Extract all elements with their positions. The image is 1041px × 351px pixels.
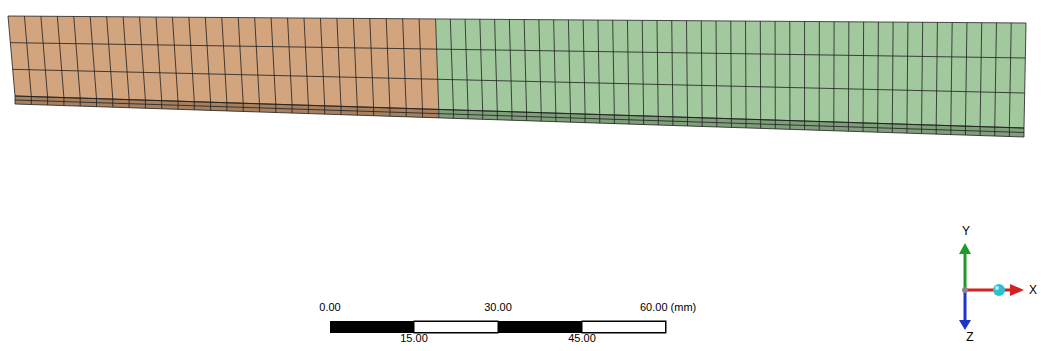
scale-label: 60.00 (mm) xyxy=(640,302,696,313)
mesh-line xyxy=(701,21,703,118)
axis-triad xyxy=(959,243,1024,330)
mesh-line xyxy=(238,18,243,104)
mesh-line xyxy=(419,19,422,109)
mesh-line xyxy=(716,21,718,118)
mesh-line xyxy=(524,20,526,113)
mesh-line xyxy=(450,19,453,110)
mesh-line xyxy=(8,16,15,96)
mesh-line xyxy=(789,21,790,120)
mesh-line xyxy=(465,19,468,110)
mesh-line xyxy=(222,17,227,102)
mesh-line xyxy=(15,96,1024,128)
mesh-line xyxy=(598,20,600,114)
mesh-line xyxy=(804,21,805,121)
mesh-line xyxy=(965,23,966,127)
mesh-line xyxy=(370,18,374,107)
mesh-line xyxy=(436,19,439,110)
mesh-line xyxy=(8,16,1026,23)
mesh-line xyxy=(980,23,982,127)
mesh-line xyxy=(672,21,673,117)
mesh-line xyxy=(15,100,1024,133)
part-face xyxy=(8,16,439,109)
mesh-line xyxy=(892,22,894,124)
scale-label: 15.00 xyxy=(400,333,428,344)
mesh-line xyxy=(140,17,146,100)
mesh-line xyxy=(995,23,997,127)
mesh-line xyxy=(760,21,761,119)
mesh-line xyxy=(271,18,276,104)
mesh-line xyxy=(10,43,1025,58)
scale-bar xyxy=(330,321,666,333)
mesh-line xyxy=(951,22,952,125)
mesh-line xyxy=(568,20,570,114)
scale-label: 30.00 xyxy=(484,302,512,313)
mesh-line xyxy=(386,19,390,108)
mesh-line xyxy=(107,17,113,99)
mesh-line xyxy=(819,22,820,122)
mesh-line xyxy=(172,17,178,101)
scale-label: 45.00 xyxy=(568,333,596,344)
mesh-line xyxy=(657,20,658,116)
mesh-line xyxy=(288,18,293,105)
mesh-line xyxy=(90,17,96,99)
mesh-line xyxy=(13,69,1025,93)
mesh-line xyxy=(189,17,194,101)
mesh-line xyxy=(730,21,732,119)
mesh-line xyxy=(495,19,498,111)
mesh-line xyxy=(686,21,687,118)
mesh-line xyxy=(255,18,260,104)
mesh-line xyxy=(775,21,776,120)
mesh-line xyxy=(205,17,210,102)
mesh-line xyxy=(833,22,834,122)
mesh-line xyxy=(642,20,643,116)
mesh-line xyxy=(863,22,865,123)
mesh-line xyxy=(877,22,879,123)
mesh-line xyxy=(906,22,908,124)
mesh-line xyxy=(554,20,556,113)
scale-label: 0.00 xyxy=(319,302,340,313)
mesh-line xyxy=(539,20,541,113)
mesh-line xyxy=(745,21,746,119)
mesh-line xyxy=(123,17,129,100)
mesh-line xyxy=(403,19,407,109)
mesh-line xyxy=(509,19,512,111)
mesh-line xyxy=(156,17,162,101)
mesh-line xyxy=(15,96,1024,128)
axis-label: X xyxy=(1029,284,1037,296)
part-face xyxy=(436,19,1026,128)
mesh-line xyxy=(320,18,324,106)
axis-label: Y xyxy=(962,225,970,237)
mesh-line xyxy=(936,22,937,125)
mesh-line xyxy=(627,20,629,115)
mesh-line xyxy=(337,18,341,106)
mesh-line xyxy=(613,20,615,115)
mesh-line xyxy=(304,18,308,105)
mesh-line xyxy=(583,20,585,114)
mesh-line xyxy=(41,16,48,97)
mesh-line xyxy=(1009,23,1011,128)
mesh-line xyxy=(480,19,483,111)
mesh-line xyxy=(74,16,80,98)
mesh-line xyxy=(353,18,357,106)
axis-label: Z xyxy=(966,331,973,343)
mesh-line xyxy=(922,22,923,124)
mesh-line xyxy=(57,16,64,97)
mesh-line xyxy=(848,22,849,123)
mesh-line xyxy=(24,16,31,96)
mesh-line xyxy=(15,104,1024,137)
meshed-beam xyxy=(8,16,1026,137)
mesh-line xyxy=(1024,23,1026,128)
